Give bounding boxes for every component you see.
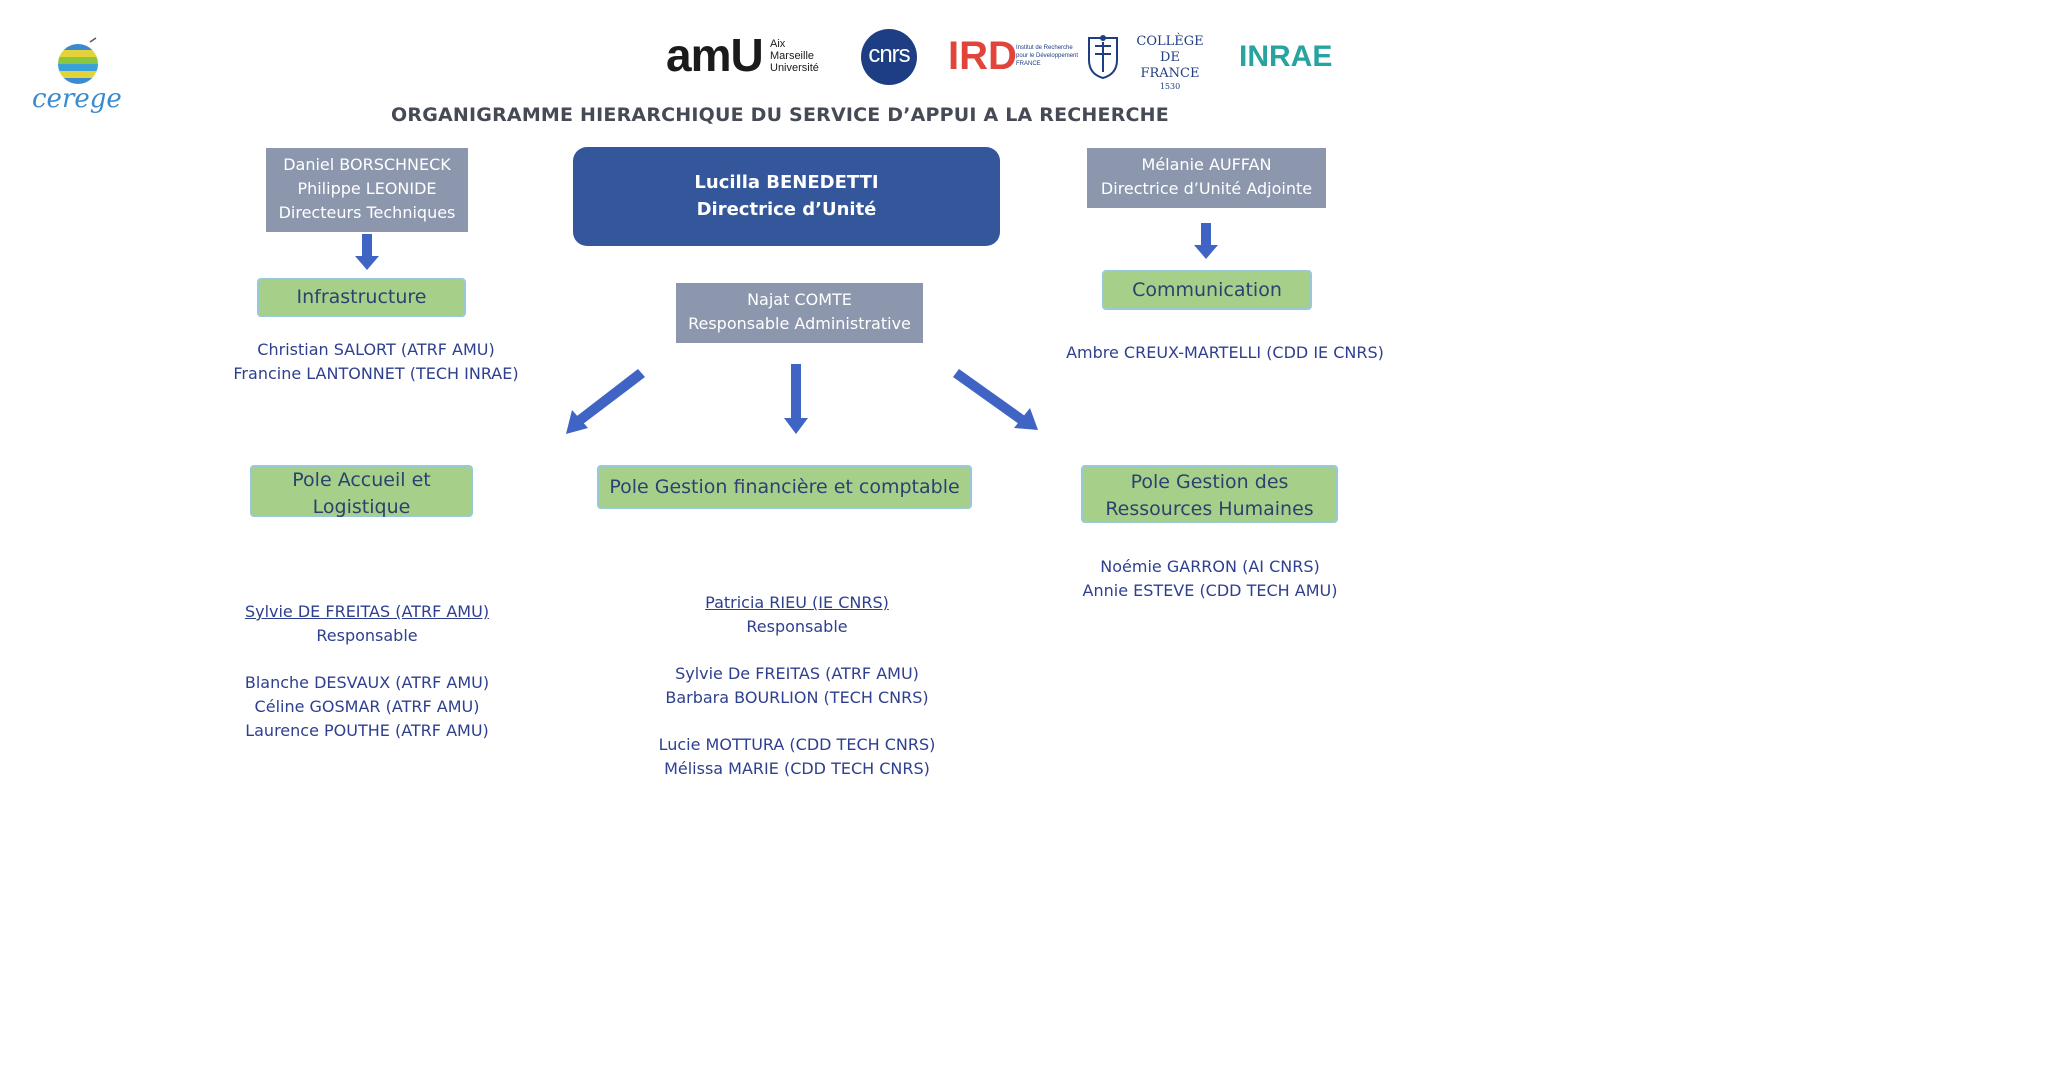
person-name: Annie ESTEVE (CDD TECH AMU) bbox=[1082, 581, 1338, 600]
deputy-director-box: Mélanie AUFFAN Directrice d’Unité Adjoin… bbox=[1087, 148, 1326, 208]
pole-accueil-label: Pole Accueil et bbox=[292, 469, 431, 491]
arrow-down-left-icon bbox=[566, 369, 645, 434]
pole-rh-label: Pole Gestion des bbox=[1130, 471, 1289, 493]
person-name: Barbara BOURLION (TECH CNRS) bbox=[665, 688, 929, 707]
college-de-france-crest-icon bbox=[1088, 35, 1118, 80]
cerege-logo bbox=[30, 36, 126, 118]
cerege-logo-text: cerege bbox=[32, 84, 122, 114]
pole-finance-people: Patricia RIEU (IE CNRS) Responsable Sylv… bbox=[630, 591, 964, 781]
pole-head-name: Sylvie DE FREITAS (ATRF AMU) bbox=[244, 602, 490, 621]
ird-logo: IRD Institut de Recherche pour le Dévelo… bbox=[946, 34, 1086, 78]
college-de-france-text: COLLÈGE DE FRANCE 1530 bbox=[1136, 34, 1204, 91]
pole-rh-box: Pole Gestion des Ressources Humaines bbox=[1081, 465, 1338, 523]
amu-logo-text: amU bbox=[666, 29, 764, 81]
pole-finance-box: Pole Gestion financière et comptable bbox=[597, 465, 972, 509]
admin-name: Najat COMTE bbox=[747, 290, 852, 309]
director-role: Directrice d’Unité bbox=[696, 199, 877, 220]
arrow-down-icon bbox=[1194, 223, 1218, 259]
admin-role: Responsable Administrative bbox=[688, 314, 911, 333]
pole-head-role: Responsable bbox=[316, 626, 418, 645]
pole-head-name: Patricia RIEU (IE CNRS) bbox=[705, 593, 889, 612]
communication-box: Communication bbox=[1102, 270, 1312, 310]
infrastructure-people: Christian SALORT (ATRF AMU) Francine LAN… bbox=[216, 338, 536, 386]
inrae-logo: INRAE bbox=[1239, 40, 1333, 73]
person-name: Sylvie De FREITAS (ATRF AMU) bbox=[675, 664, 919, 683]
amu-logo: amU Aix Marseille Université bbox=[666, 29, 831, 81]
person-name: Laurence POUTHE (ATRF AMU) bbox=[245, 721, 489, 740]
cerege-globe-icon bbox=[58, 37, 98, 84]
director-box: Lucilla BENEDETTI Directrice d’Unité bbox=[573, 147, 1000, 246]
amu-logo-subtext: Aix Marseille Université bbox=[770, 38, 819, 74]
infrastructure-box: Infrastructure bbox=[257, 278, 466, 317]
pole-rh-people: Noémie GARRON (AI CNRS) Annie ESTEVE (CD… bbox=[1060, 555, 1360, 603]
person-name: Francine LANTONNET (TECH INRAE) bbox=[233, 364, 519, 383]
director-name: Lucilla BENEDETTI bbox=[694, 172, 879, 193]
person-name: Lucie MOTTURA (CDD TECH CNRS) bbox=[658, 735, 936, 754]
arrow-down-right-icon bbox=[953, 369, 1038, 430]
pole-head-role: Responsable bbox=[746, 617, 848, 636]
arrow-down-icon bbox=[355, 234, 379, 270]
cnrs-logo-text: cnrs bbox=[868, 41, 910, 68]
pole-accueil-label: Logistique bbox=[312, 496, 411, 518]
admin-box: Najat COMTE Responsable Administrative bbox=[676, 283, 923, 343]
technical-directors-role: Directeurs Techniques bbox=[278, 203, 456, 222]
pole-rh-label: Ressources Humaines bbox=[1105, 498, 1314, 520]
arrow-down-icon bbox=[784, 364, 808, 434]
person-name: Céline GOSMAR (ATRF AMU) bbox=[254, 697, 480, 716]
arrows-layer bbox=[355, 223, 1218, 434]
person-name: Ambre CREUX-MARTELLI (CDD IE CNRS) bbox=[1066, 343, 1384, 362]
person-name: Mélissa MARIE (CDD TECH CNRS) bbox=[664, 759, 930, 778]
ird-logo-subtext: Institut de Recherche pour le Développem… bbox=[1016, 45, 1079, 67]
college-de-france-logo: COLLÈGE DE FRANCE 1530 bbox=[1085, 34, 1215, 91]
pole-accueil-people: Sylvie DE FREITAS (ATRF AMU) Responsable… bbox=[206, 600, 528, 743]
pole-accueil-box: Pole Accueil et Logistique bbox=[250, 465, 473, 518]
communication-people: Ambre CREUX-MARTELLI (CDD IE CNRS) bbox=[1050, 341, 1400, 365]
deputy-director-name: Mélanie AUFFAN bbox=[1141, 155, 1272, 174]
technical-director-name: Daniel BORSCHNECK bbox=[283, 155, 451, 174]
technical-director-name: Philippe LEONIDE bbox=[297, 179, 437, 198]
page-title: ORGANIGRAMME HIERARCHIQUE DU SERVICE D’A… bbox=[391, 104, 1169, 126]
person-name: Noémie GARRON (AI CNRS) bbox=[1100, 557, 1320, 576]
ird-logo-text: IRD bbox=[948, 34, 1017, 78]
technical-directors-box: Daniel BORSCHNECK Philippe LEONIDE Direc… bbox=[266, 148, 468, 232]
person-name: Christian SALORT (ATRF AMU) bbox=[257, 340, 495, 359]
deputy-director-role: Directrice d’Unité Adjointe bbox=[1100, 179, 1313, 198]
cnrs-logo: cnrs bbox=[861, 29, 917, 85]
person-name: Blanche DESVAUX (ATRF AMU) bbox=[244, 673, 490, 692]
